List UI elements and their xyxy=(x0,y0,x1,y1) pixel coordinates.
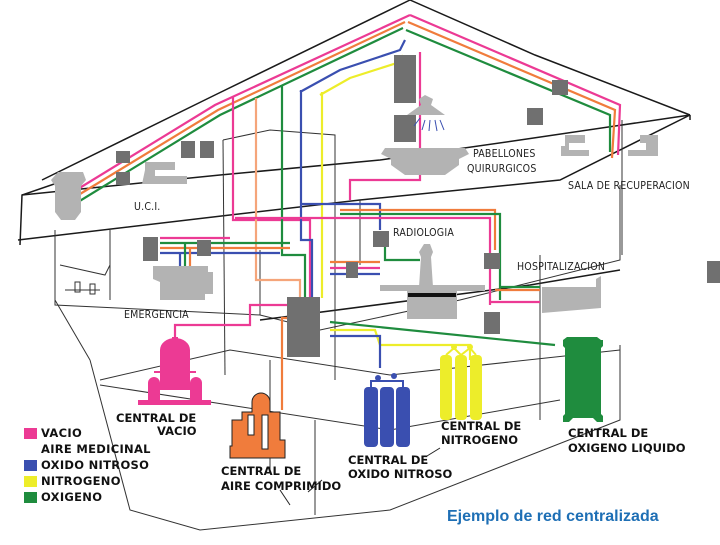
legend-label: AIRE MEDICINAL xyxy=(41,442,151,456)
air-compressor-central-icon xyxy=(229,392,286,459)
hospital-bed-icon xyxy=(542,276,601,313)
valve-box-hosp-2 xyxy=(484,312,500,334)
legend-label: VACIO xyxy=(41,426,83,440)
valve-box-edge xyxy=(707,261,720,283)
label-emergencia: EMERGENCIA xyxy=(124,309,189,321)
uci-bed-icon xyxy=(142,162,187,184)
valve-box-recovery-2 xyxy=(527,108,543,125)
valve-box-emergency-1 xyxy=(143,237,158,261)
central-distribution-box xyxy=(287,297,320,357)
label-central-vacio-2: VACIO xyxy=(157,424,197,438)
xray-table-icon xyxy=(380,285,485,319)
label-central-aire-1: CENTRAL DE xyxy=(221,464,301,478)
label-central-oxido-1: CENTRAL DE xyxy=(348,453,428,467)
legend-item-aire-medicinal: AIRE MEDICINAL xyxy=(24,441,151,457)
legend-swatch-oxido-nitroso xyxy=(24,459,37,471)
emergency-bed-icon xyxy=(153,266,213,300)
legend-item-oxido-nitroso: OXIDO NITROSO xyxy=(24,457,151,473)
legend-swatch-oxigeno xyxy=(24,491,37,503)
label-central-oxigeno-2: OXIGENO LIQUIDO xyxy=(568,441,686,455)
equipment xyxy=(51,95,658,319)
valve-box-uci-1 xyxy=(116,151,130,163)
legend-label: OXIDO NITROSO xyxy=(41,458,150,472)
label-recuperacion: SALA DE RECUPERACION xyxy=(568,180,690,192)
label-radiologia: RADIOLOGIA xyxy=(393,227,454,239)
valve-box-radiology-1 xyxy=(373,231,389,247)
legend-swatch-nitrogeno xyxy=(24,475,37,487)
legend-item-nitrogeno: NITROGENO xyxy=(24,473,151,489)
nitrous-oxide-central-icon xyxy=(364,373,410,447)
roof-pipes-right xyxy=(405,13,622,159)
label-central-oxigeno-1: CENTRAL DE xyxy=(568,426,648,440)
risers xyxy=(231,52,422,310)
label-central-oxido-2: OXIDO NITROSO xyxy=(348,467,452,481)
legend-label: OXIGENO xyxy=(41,490,103,504)
recovery-bed-icon-2 xyxy=(628,135,658,156)
area-labels: U.C.I. PABELLONES QUIRURGICOS SALA DE RE… xyxy=(124,148,690,321)
oxygen-central-icon xyxy=(563,337,603,422)
valve-box-radiology-2 xyxy=(346,262,358,278)
legend-label: NITROGENO xyxy=(41,474,121,488)
recovery-bed-icon-1 xyxy=(561,135,589,156)
vacuum-central-icon xyxy=(138,337,211,405)
valve-box-uci-2 xyxy=(116,172,130,185)
label-central-nitrogeno-1: CENTRAL DE xyxy=(441,419,521,433)
uci-monitor-icon xyxy=(51,172,86,220)
label-uci: U.C.I. xyxy=(134,201,161,213)
surgical-table-icon xyxy=(381,148,469,175)
legend-item-oxigeno: OXIGENO xyxy=(24,489,151,505)
valve-boxes xyxy=(116,55,720,357)
central-labels: CENTRAL DE VACIO CENTRAL DE AIRE COMPRIM… xyxy=(116,411,686,493)
legend-swatch-aire-medicinal xyxy=(24,443,37,455)
xray-table-bar xyxy=(408,293,456,297)
xray-machine-icon xyxy=(419,244,433,287)
valve-box-uci-4 xyxy=(200,141,214,158)
label-pabellones-2: QUIRURGICOS xyxy=(467,163,537,175)
valve-box-recovery-1 xyxy=(552,80,568,95)
leader-lines xyxy=(279,447,441,506)
diagram-caption: Ejemplo de red centralizada xyxy=(447,508,659,525)
valve-box-uci-3 xyxy=(181,141,195,158)
label-pabellones-1: PABELLONES xyxy=(473,148,536,160)
nitrogen-central-icon xyxy=(440,344,482,420)
valve-box-surgery-2 xyxy=(394,115,416,142)
surgical-lamp-icon xyxy=(407,95,445,115)
legend: VACIO AIRE MEDICINAL OXIDO NITROSO NITRO… xyxy=(24,425,151,505)
label-hospitalizacion: HOSPITALIZACION xyxy=(517,261,605,273)
central-tanks xyxy=(138,337,603,459)
label-central-vacio-1: CENTRAL DE xyxy=(116,411,196,425)
corridor-pipes xyxy=(160,202,556,410)
label-central-nitrogeno-2: NITROGENO xyxy=(441,433,518,447)
valve-box-hosp-1 xyxy=(484,253,500,269)
valve-box-emergency-2 xyxy=(197,240,211,256)
legend-swatch-vacio xyxy=(24,427,37,439)
valve-box-surgery-1 xyxy=(394,55,416,103)
lamp-light-rays xyxy=(413,117,445,132)
legend-item-vacio: VACIO xyxy=(24,425,151,441)
